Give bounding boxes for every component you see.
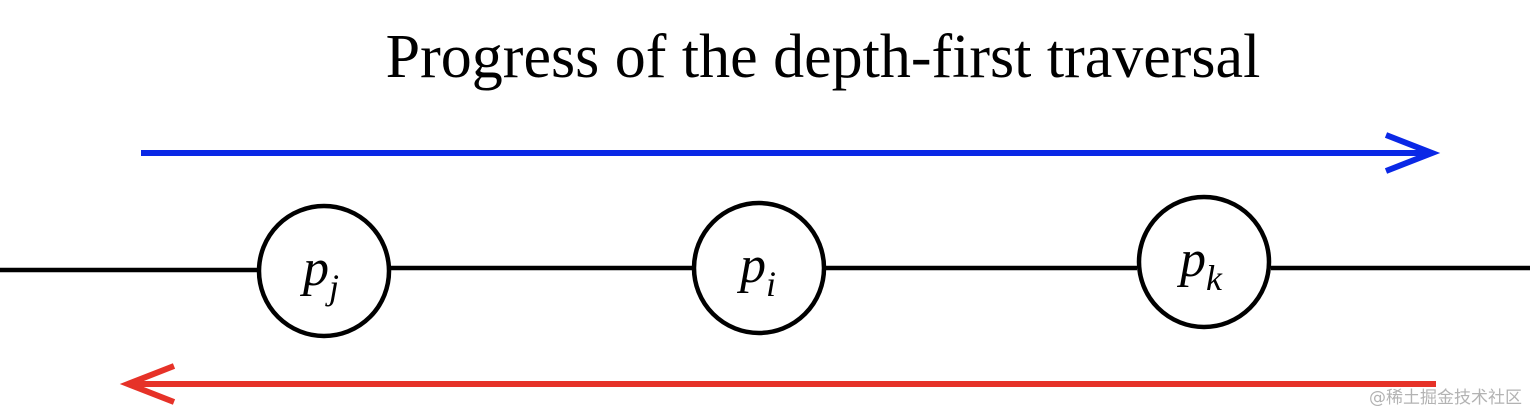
- node-pj: pj: [256, 203, 392, 339]
- node-circle: [1136, 194, 1272, 330]
- node-pi: pi: [691, 200, 827, 336]
- node-label: pj: [299, 240, 339, 307]
- node-pk: pk: [1136, 194, 1272, 330]
- diagram-title: Progress of the depth-first traversal: [386, 23, 1261, 91]
- node-label: pi: [736, 237, 776, 304]
- node-circle: [256, 203, 392, 339]
- node-circle: [691, 200, 827, 336]
- node-label: pk: [1176, 231, 1223, 298]
- node-chain: [0, 265, 1530, 273]
- backward-arrow: [119, 363, 1436, 405]
- watermark-text: @稀土掘金技术社区: [1369, 388, 1522, 408]
- forward-arrow: [141, 132, 1441, 174]
